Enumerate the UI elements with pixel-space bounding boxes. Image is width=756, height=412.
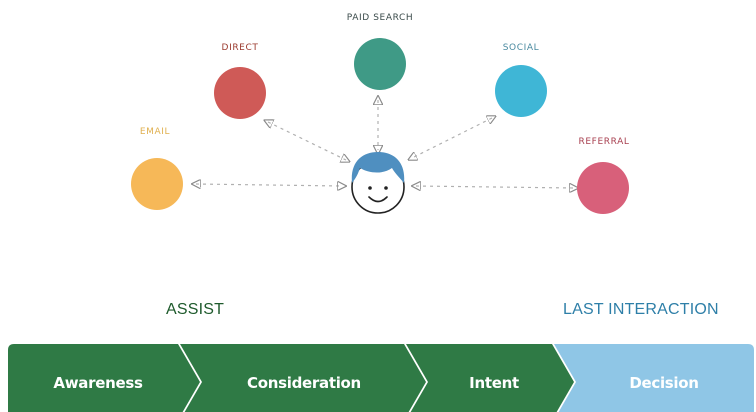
funnel-label-intent: Intent bbox=[469, 374, 519, 392]
funnel-segment-consideration bbox=[180, 344, 426, 412]
funnel-bar: Awareness Consideration Intent Decision bbox=[8, 344, 754, 412]
connector-referral bbox=[416, 186, 574, 188]
funnel-label-decision: Decision bbox=[629, 374, 698, 392]
channel-node-referral bbox=[577, 162, 629, 214]
channel-label-email: EMAIL bbox=[139, 127, 171, 137]
last-interaction-label: LAST INTERACTION bbox=[563, 301, 719, 318]
channel-node-direct bbox=[214, 67, 266, 119]
channel-node-email bbox=[131, 158, 183, 210]
funnel-label-consideration: Consideration bbox=[247, 374, 361, 392]
assist-label: ASSIST bbox=[166, 301, 225, 318]
funnel-segment-decision bbox=[554, 344, 754, 412]
connector-social bbox=[412, 118, 492, 158]
channel-label-direct: DIRECT bbox=[221, 43, 259, 53]
person-face-icon bbox=[351, 152, 405, 214]
connector-email bbox=[196, 184, 342, 186]
channel-node-paid-search bbox=[354, 38, 406, 90]
funnel-segment-intent bbox=[406, 344, 574, 412]
funnel-label-awareness: Awareness bbox=[53, 374, 143, 392]
connector-direct bbox=[268, 122, 346, 160]
channel-node-social bbox=[495, 65, 547, 117]
funnel-segment-awareness bbox=[8, 344, 200, 412]
channel-label-social: SOCIAL bbox=[502, 43, 540, 53]
channel-label-paid-search: PAID SEARCH bbox=[346, 13, 414, 23]
channel-label-referral: REFERRAL bbox=[578, 137, 630, 147]
